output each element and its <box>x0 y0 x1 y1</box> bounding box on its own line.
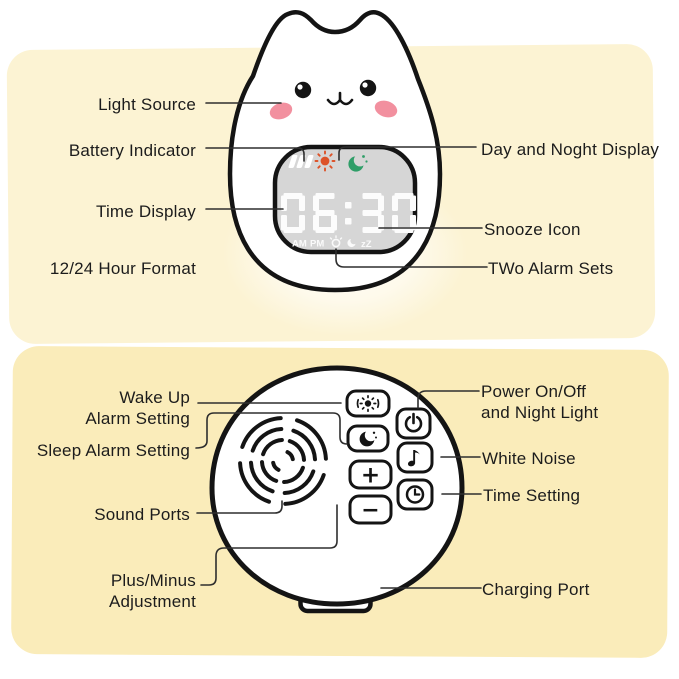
moon-stars-icon <box>348 154 368 172</box>
alarm-bell-icon <box>329 235 343 248</box>
moon-stars-icon <box>359 429 377 447</box>
sleep-moon-icon <box>347 237 358 248</box>
minus-icon: − <box>361 498 379 523</box>
label-white-noise: White Noise <box>482 449 576 468</box>
label-power: Power On/Off and Night Light <box>481 382 599 423</box>
cat-mouth <box>326 91 354 106</box>
alarm-clock-back-illustration: + − <box>209 365 465 614</box>
callout-battery <box>205 147 305 162</box>
label-two-alarm-sets: TWo Alarm Sets <box>488 259 614 278</box>
callout-day-night <box>338 146 477 161</box>
alarm-clock-front-illustration: AM PM zZ <box>227 10 443 293</box>
time-digits <box>281 193 416 233</box>
callout-sleep <box>195 412 348 449</box>
label-charging-port: Charging Port <box>482 580 590 599</box>
plus-icon: + <box>361 463 380 489</box>
right-eye-highlight <box>362 82 368 88</box>
label-plus-minus: Plus/Minus Adjustment <box>108 571 196 612</box>
callout-plus-minus <box>200 504 338 586</box>
pm-indicator: PM <box>310 239 324 250</box>
plus-button <box>348 459 393 490</box>
music-note-icon <box>407 450 420 467</box>
callout-sound-ports <box>196 500 283 514</box>
label-light-source: Light Source <box>98 95 196 114</box>
ringing-alarm-icon <box>356 394 380 413</box>
label-day-night-display: Day and Noght Display <box>481 140 660 159</box>
label-time-display: Time Display <box>95 202 196 221</box>
callout-power <box>417 390 480 409</box>
label-sound-ports: Sound Ports <box>94 505 190 524</box>
power-icon <box>404 412 423 433</box>
left-cheek-blush <box>269 102 293 120</box>
label-snooze-icon: Snooze Icon <box>484 220 581 239</box>
am-indicator: AM <box>292 239 307 250</box>
minus-button <box>348 494 393 525</box>
cat-face <box>269 79 398 120</box>
label-battery-indicator: Battery Indicator <box>68 141 196 160</box>
snooze-zz-indicator: zZ <box>361 239 372 250</box>
left-eye-highlight <box>297 84 303 90</box>
clock-icon <box>405 485 425 504</box>
label-hour-format: 12/24 Hour Format <box>49 259 196 278</box>
callout-two-alarms <box>335 248 488 268</box>
right-cheek-blush <box>374 100 398 118</box>
label-wake-up-alarm: Wake Up Alarm Setting <box>85 388 190 429</box>
sun-icon <box>314 150 336 172</box>
speaker-grille <box>238 416 328 506</box>
label-sleep-alarm: Sleep Alarm Setting <box>36 441 190 460</box>
label-time-setting: Time Setting <box>483 486 581 505</box>
